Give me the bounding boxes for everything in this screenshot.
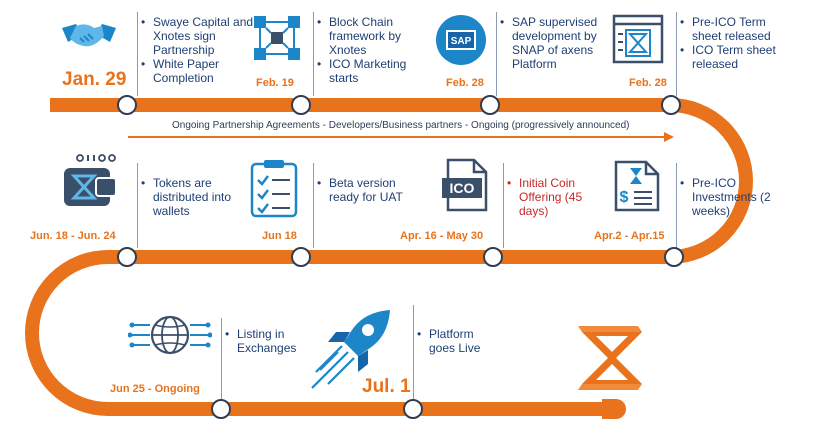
milestone-item: Pre-ICO Investments (2 weeks) [680, 176, 780, 218]
milestone-details: SAP supervised development by SNAP of ax… [500, 15, 612, 71]
timeline-node [664, 247, 684, 267]
milestone-item: Beta version ready for UAT [317, 176, 409, 204]
milestone-divider [137, 12, 138, 96]
timeline-node [291, 247, 311, 267]
milestone-date: Feb. 28 [446, 77, 484, 89]
milestone-date: Feb. 28 [629, 77, 667, 89]
timeline-node [480, 95, 500, 115]
milestone-item: Pre-ICO Term sheet released [680, 15, 792, 43]
milestone-details: Initial Coin Offering (45 days) [507, 176, 603, 218]
ongoing-banner-text: Ongoing Partnership Agreements - Develop… [172, 120, 630, 131]
milestone-date: Feb. 19 [256, 77, 294, 89]
milestone-divider [496, 12, 497, 96]
milestone-details: Platform goes Live [417, 327, 501, 355]
axens-logo-icon [578, 326, 642, 390]
checklist-icon [250, 160, 298, 218]
milestone-details: Tokens are distributed into wallets [141, 176, 233, 218]
milestone-item: Initial Coin Offering (45 days) [507, 176, 603, 218]
timeline-node [661, 95, 681, 115]
milestone-item: Swaye Capital and Xnotes sign Partnershi… [141, 15, 271, 57]
milestone-details: Block Chain framework by Xnotes ICO Mark… [317, 15, 424, 85]
wallet-icon [64, 154, 117, 206]
handshake-icon [62, 24, 116, 47]
ico-file-icon: ICO [442, 158, 488, 212]
blockchain-icon [254, 16, 300, 60]
timeline-node [483, 247, 503, 267]
milestone-details: Pre-ICO Investments (2 weeks) [680, 176, 780, 218]
milestone-item: Platform goes Live [417, 327, 501, 355]
milestone-item: Listing in Exchanges [225, 327, 311, 355]
milestone-date: Jul. 1 [362, 376, 411, 397]
milestone-item: SAP supervised development by SNAP of ax… [500, 15, 612, 71]
milestone-item: Tokens are distributed into wallets [141, 176, 233, 218]
milestone-date: Apr. 16 - May 30 [400, 230, 484, 242]
milestone-divider [503, 163, 504, 248]
milestone-item: Block Chain framework by Xnotes [317, 15, 424, 57]
milestone-details: Listing in Exchanges [225, 327, 311, 355]
milestone-date: Jun. 18 - Jun. 24 [30, 230, 116, 242]
svg-text:SAP: SAP [451, 36, 472, 47]
milestone-divider [221, 318, 222, 399]
timeline-node [211, 399, 231, 419]
sap-icon: SAP [436, 15, 486, 65]
milestone-details: Swaye Capital and Xnotes sign Partnershi… [141, 15, 271, 85]
milestone-divider [413, 305, 414, 399]
milestone-date: Jun 25 - Ongoing [110, 383, 200, 395]
svg-text:$: $ [620, 189, 629, 206]
svg-text:ICO: ICO [450, 180, 475, 196]
timeline-node [117, 247, 137, 267]
milestone-item: White Paper Completion [141, 57, 253, 85]
term-sheet-icon [612, 14, 664, 64]
milestone-details: Beta version ready for UAT [317, 176, 409, 204]
milestone-divider [313, 163, 314, 248]
milestone-item: ICO Marketing starts [317, 57, 421, 85]
milestone-details: Pre-ICO Term sheet released ICO Term she… [680, 15, 792, 71]
milestone-date: Jan. 29 [62, 69, 127, 90]
timeline-node [291, 95, 311, 115]
milestone-date: Jun 18 [262, 230, 297, 242]
investment-doc-icon: $ [614, 160, 660, 212]
timeline-end-cap [602, 399, 626, 419]
timeline-node [117, 95, 137, 115]
milestone-item: ICO Term sheet released [680, 43, 792, 71]
milestone-date: Apr.2 - Apr.15 [594, 230, 665, 242]
milestone-divider [313, 12, 314, 96]
milestone-divider [676, 163, 677, 248]
milestone-divider [137, 163, 138, 248]
rocket-icon [311, 310, 390, 389]
milestone-divider [676, 12, 677, 96]
globe-network-icon [128, 315, 212, 355]
timeline-node [403, 399, 423, 419]
